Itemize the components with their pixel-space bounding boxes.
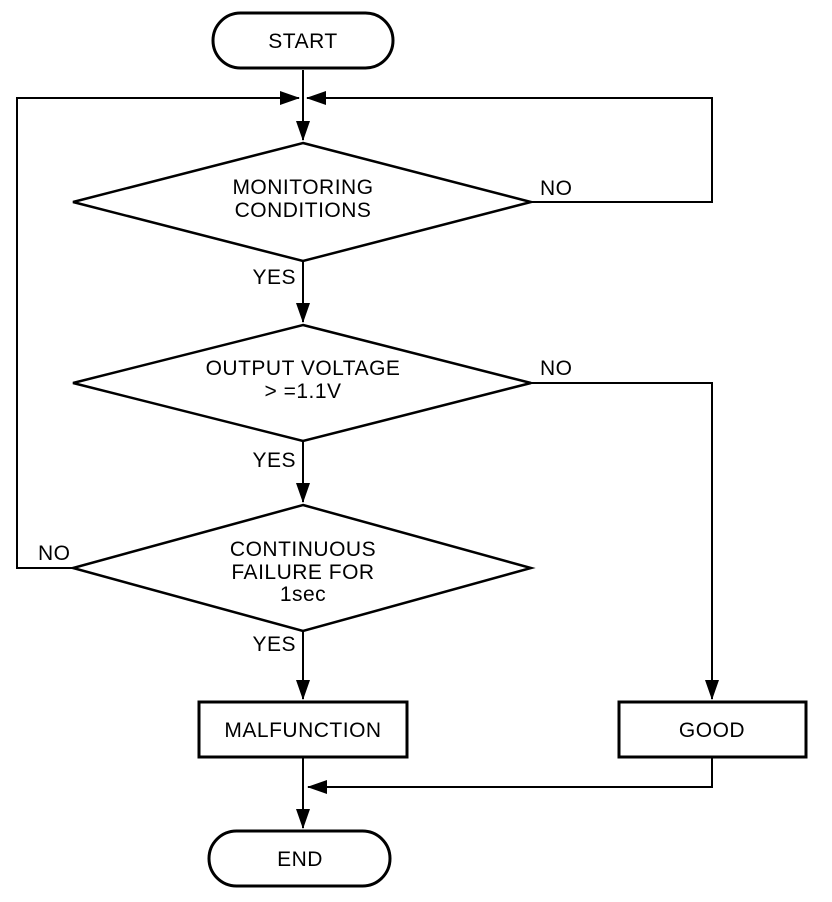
decision3-label-line1: CONTINUOUS	[230, 538, 376, 561]
decision1-label-line1: MONITORING	[232, 176, 373, 199]
decision3-label-line2: FAILURE FOR	[231, 561, 374, 584]
malfunction-label: MALFUNCTION	[224, 719, 381, 742]
decision1-yes-label: YES	[252, 266, 296, 289]
decision1-monitoring-conditions	[72, 141, 536, 263]
decision2-no-label: NO	[540, 357, 573, 380]
good-label: GOOD	[679, 719, 745, 742]
end-label: END	[277, 848, 323, 871]
good-node	[617, 700, 808, 759]
malfunction-node	[197, 700, 409, 759]
decision1-no-label: NO	[540, 177, 573, 200]
decision3-label-line3: 1sec	[280, 583, 326, 606]
start-label: START	[268, 30, 337, 53]
decision3-no-label: NO	[38, 542, 71, 565]
edge-decision2-no-to-good	[531, 382, 719, 700]
decision2-yes-label: YES	[252, 449, 296, 472]
edge-decision1-no-loop	[306, 91, 713, 203]
decision3-continuous-failure	[68, 503, 536, 633]
decision2-label-line2: > =1.1V	[264, 380, 341, 403]
decision2-output-voltage	[72, 323, 532, 443]
decision3-yes-label: YES	[252, 633, 296, 656]
edge-good-to-end	[307, 757, 713, 794]
decision1-label-line2: CONDITIONS	[235, 199, 372, 222]
decision2-label-line1: OUTPUT VOLTAGE	[206, 357, 401, 380]
start-node	[211, 11, 395, 70]
edge-decision3-no-loop	[16, 91, 300, 569]
end-node	[207, 829, 392, 888]
